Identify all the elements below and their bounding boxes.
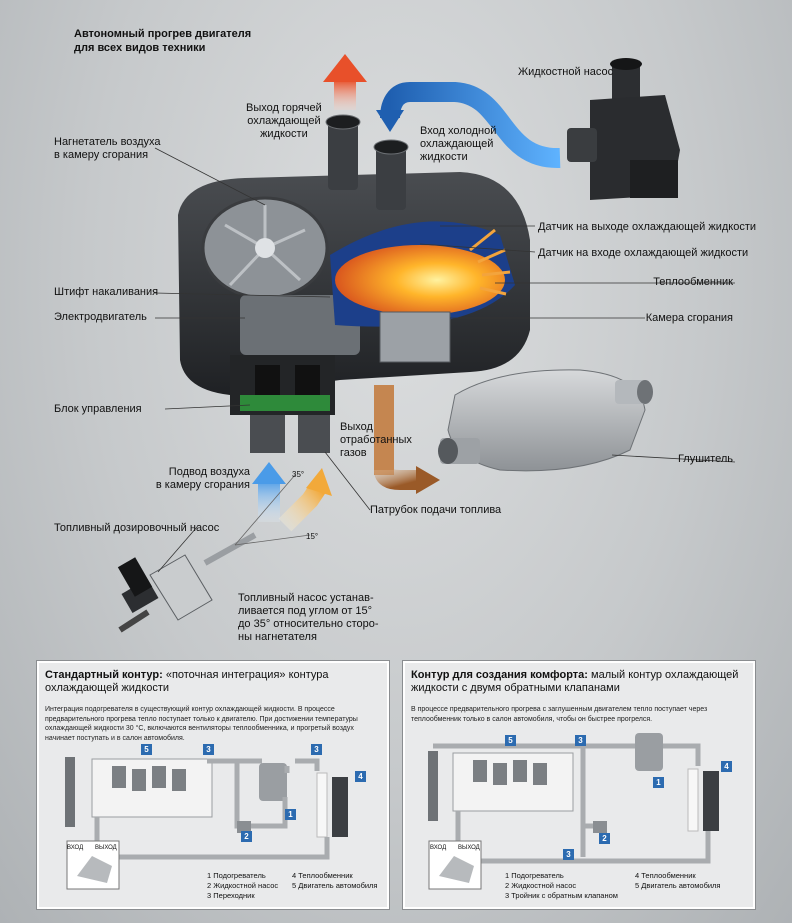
label-sensor-inlet: Датчик на входе охлаждающей жидкости [538,247,749,259]
label-combustion-chamber: Камера сгорания [645,312,733,324]
panel-left-description: Интеграция подогревателя в существующий … [45,706,358,742]
badge-4: 4 [721,761,732,772]
label-fuel-dosing-pump: Топливный дозировочный насос [54,522,220,534]
badge-2: 2 [241,831,252,842]
angle-guides [234,474,311,546]
exhaust-arrow [374,385,440,494]
label-glow-pin: Штифт накаливания [54,286,159,298]
label-hot-outlet: Выход горячей охлаждающей жидкости [246,102,322,140]
hot-coolant-arrow [323,54,367,110]
cold-coolant-arrow [376,82,561,169]
label-cold-inlet: Вход холодной охлаждающей жидкости [420,125,497,163]
legend-col1: 1 Подогреватель 2 Жидкостной насос 3 Пер… [207,871,279,900]
outlet-label: ВЫХОД [95,845,117,851]
badge-3: 3 [575,735,586,746]
legend-col1: 1 Подогреватель 2 Жидкостной насос 3 Тро… [505,871,618,900]
label-heat-exchanger: Теплообменник [653,276,733,288]
badge-4: 4 [355,771,366,782]
badge-3: 3 [203,744,214,755]
inlet-label: ВХОД [430,845,447,851]
label-angle-15: 15° [306,532,319,541]
coolant-pipes [325,114,409,210]
label-air-intake: Подвод воздуха в камеру сгорания [155,466,250,491]
label-muffler: Глушитель [677,453,733,465]
badge-3: 3 [563,849,574,860]
legend-col2: 4 Теплообменник 5 Двигатель автомобиля [635,871,721,890]
inlet-label: ВХОД [67,845,84,851]
badge-1: 1 [285,809,296,820]
label-coolant-pump: Жидкостной насос [518,66,614,78]
outlet-label: ВЫХОД [458,845,480,851]
muffler [438,369,653,472]
badge-2: 2 [599,833,610,844]
fuel-arrow [278,468,332,532]
heater-illustration [117,54,736,633]
panel-left-title: Стандартный контур: «поточная интеграция… [45,669,329,694]
label-air-blower: Нагнетатель воздуха в камеру сгорания [54,136,161,161]
standard-circuit-schematic [65,757,348,890]
fuel-pump-note: Топливный насос устанав- ливается под уг… [238,592,379,643]
fuel-dosing-pump [117,532,257,633]
label-control-unit: Блок управления [54,403,142,415]
panel-right-description: В процессе предварительного прогрева с з… [411,706,708,723]
legend-col2: 4 Теплообменник 5 Двигатель автомобиля [292,871,378,890]
badge-5: 5 [505,735,516,746]
panel-right-title: Контур для создания комфорта: малый конт… [411,669,739,694]
control-unit [230,355,335,453]
label-exhaust: Выход отработанных газов [340,421,412,459]
comfort-circuit-schematic [428,733,719,890]
panel-standard-circuit: Стандартный контур: «поточная интеграция… [36,660,390,910]
badge-1: 1 [653,777,664,788]
badge-5: 5 [141,744,152,755]
coolant-pump [567,58,680,200]
badge-3: 3 [311,744,322,755]
page-title: Автономный прогрев двигателя для всех ви… [74,28,252,54]
label-fuel-pipe: Патрубок подачи топлива [370,504,502,516]
label-angle-35: 35° [292,470,305,479]
label-sensor-outlet: Датчик на выходе охлаждающей жидкости [538,221,757,233]
label-electric-motor: Электродвигатель [54,311,147,323]
panel-comfort-circuit: Контур для создания комфорта: малый конт… [402,660,756,910]
leader-lines [154,147,736,573]
heater-body [178,172,530,395]
